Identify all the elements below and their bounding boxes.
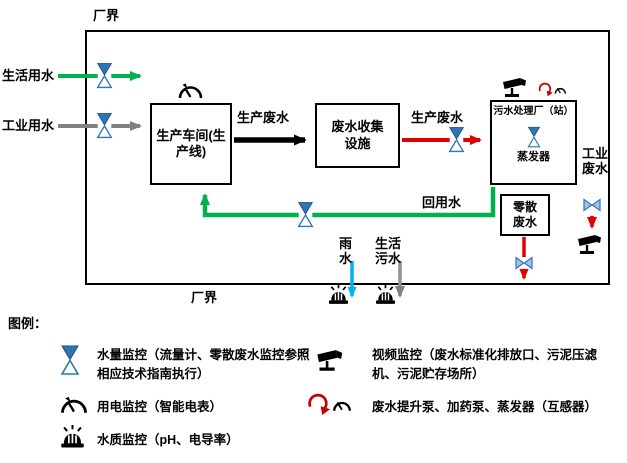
gauge-icon	[61, 396, 87, 413]
flow-meter-icon	[96, 63, 113, 89]
camera-icon	[317, 350, 343, 371]
box-sewage-treatment-plant: 污水处理厂（站） 蒸发器	[490, 100, 577, 185]
valve-icon	[583, 198, 601, 212]
camera-icon	[503, 78, 526, 97]
gauge-icon	[178, 83, 203, 99]
flow-meter-icon	[297, 202, 314, 228]
box-scattered-wastewater: 零散废水	[500, 194, 550, 236]
box-production-workshop: 生产车间(生产线)	[150, 103, 232, 185]
domestic-sewage-label: 生活污水	[374, 236, 401, 267]
boundary-label-bottom: 厂界	[191, 290, 218, 305]
box-sewage-treatment-plant-label: 污水处理厂（站）	[493, 106, 574, 117]
legend-item-alarm: 水质监控（pH、电导率）	[97, 433, 239, 447]
box-wastewater-collection-label: 废水收集设施	[331, 119, 384, 151]
rainwater-label: 雨水	[338, 236, 352, 267]
industrial-water-label: 工业用水	[2, 118, 55, 133]
boundary-label-top: 厂界	[93, 8, 120, 23]
box-production-workshop-label: 生产车间(生产线)	[156, 127, 226, 159]
production-wastewater-label-2: 生产废水	[411, 110, 464, 125]
legend-item-flow-meter: 水量监控（流量计、零散废水监控参照相应技术指南执行）	[97, 348, 310, 381]
flow-meter-icon	[526, 126, 541, 147]
camera-icon	[578, 235, 601, 254]
legend-item-pump: 废水提升泵、加药泵、蒸发器（互感器）	[372, 400, 598, 414]
industrial-wastewater-label: 工业废水	[581, 146, 608, 177]
alarm-icon	[61, 425, 84, 448]
legend-item-camera: 视频监控（废水标准化排放口、污泥压滤机、污泥贮存场所）	[372, 348, 598, 381]
valve-icon	[515, 256, 533, 270]
pump-icon	[538, 82, 567, 97]
flow-meter-icon	[448, 127, 465, 153]
flow-meter-icon	[60, 345, 80, 375]
production-wastewater-label-1: 生产废水	[237, 110, 290, 125]
alarm-icon	[375, 284, 396, 304]
alarm-icon	[328, 284, 349, 304]
legend-title: 图例：	[8, 316, 48, 331]
evaporator-label: 蒸发器	[517, 150, 550, 163]
box-wastewater-collection: 废水收集设施	[315, 103, 400, 168]
box-scattered-wastewater-label: 零散废水	[512, 200, 537, 229]
pump-icon	[308, 393, 351, 415]
factory-boundary-box	[85, 30, 610, 285]
domestic-water-label: 生活用水	[2, 68, 55, 83]
flow-meter-icon	[96, 113, 113, 139]
legend-item-gauge: 用电监控（智能电表）	[97, 400, 223, 414]
reuse-water-label: 回用水	[422, 195, 462, 210]
